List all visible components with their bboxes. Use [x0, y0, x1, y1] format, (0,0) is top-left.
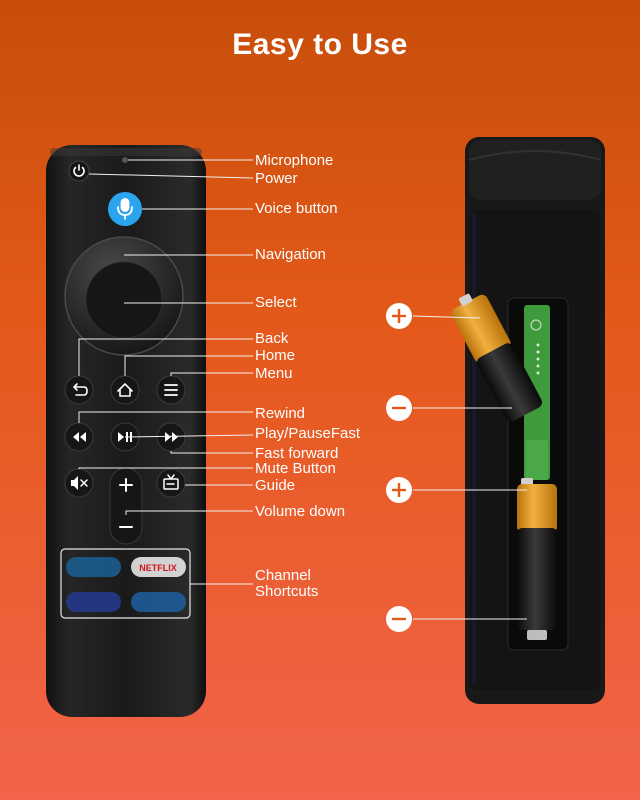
plus-marker-2 — [386, 477, 412, 503]
label-play-pause: Play/PauseFast — [255, 425, 361, 442]
label-guide: Guide — [255, 477, 296, 494]
plus-icon — [119, 478, 133, 492]
label-menu: Menu — [255, 365, 293, 382]
label-fast-forward: Fast forward — [255, 445, 339, 462]
leader-lines — [78, 159, 254, 585]
shortcut-tile-4[interactable] — [131, 592, 186, 612]
label-power: Power — [255, 170, 298, 187]
label-mute-button: Mute Button — [255, 460, 336, 477]
minus-marker-1 — [386, 395, 412, 421]
power-button[interactable] — [68, 160, 90, 182]
label-volume-down: Volume down — [255, 503, 346, 520]
mute-icon — [71, 476, 88, 490]
shortcut-tile-2-label: NETFLIX — [139, 563, 177, 573]
rewind-button[interactable] — [64, 422, 94, 452]
polarity-callouts — [386, 303, 527, 632]
label-channel-shortcuts-line2: Shortcuts — [255, 583, 319, 600]
label-channel-shortcuts-line1: Channel — [255, 567, 311, 584]
menu-button[interactable] — [156, 375, 186, 405]
plus-marker-1 — [386, 303, 412, 329]
label-navigation: Navigation — [255, 246, 326, 263]
menu-icon — [164, 384, 178, 396]
battery-inserted — [517, 478, 557, 640]
fast-forward-icon — [165, 432, 178, 442]
navigation-ring[interactable] — [64, 236, 184, 356]
label-home: Home — [255, 347, 296, 364]
battery-tilted — [451, 293, 542, 422]
microphone-icon — [117, 198, 133, 220]
page-title: Easy to Use — [232, 28, 408, 61]
home-button[interactable] — [110, 375, 140, 405]
channel-shortcuts: NETFLIX — [60, 548, 191, 619]
home-icon — [117, 383, 133, 397]
label-rewind: Rewind — [255, 405, 306, 422]
power-icon — [73, 164, 85, 177]
fast-forward-button[interactable] — [156, 422, 186, 452]
back-icon — [73, 383, 88, 396]
volume-rocker[interactable] — [109, 467, 143, 545]
shortcut-tile-3[interactable] — [66, 592, 121, 612]
label-channel-shortcuts: Channel Shortcuts — [255, 568, 318, 600]
label-microphone: Microphone — [255, 152, 334, 169]
select-button[interactable] — [85, 261, 163, 339]
rewind-icon — [73, 432, 86, 442]
voice-button[interactable] — [108, 192, 142, 226]
shortcut-tile-2[interactable] — [131, 557, 186, 577]
guide-button[interactable] — [156, 468, 186, 498]
guide-icon — [163, 474, 179, 490]
microphone-hole — [122, 157, 128, 163]
mute-button[interactable] — [64, 468, 94, 498]
shortcut-tile-1[interactable] — [66, 557, 121, 577]
minus-marker-2 — [386, 606, 412, 632]
back-button[interactable] — [64, 375, 94, 405]
label-back: Back — [255, 330, 289, 347]
label-voice-button: Voice button — [255, 200, 338, 217]
label-select: Select — [255, 294, 297, 311]
